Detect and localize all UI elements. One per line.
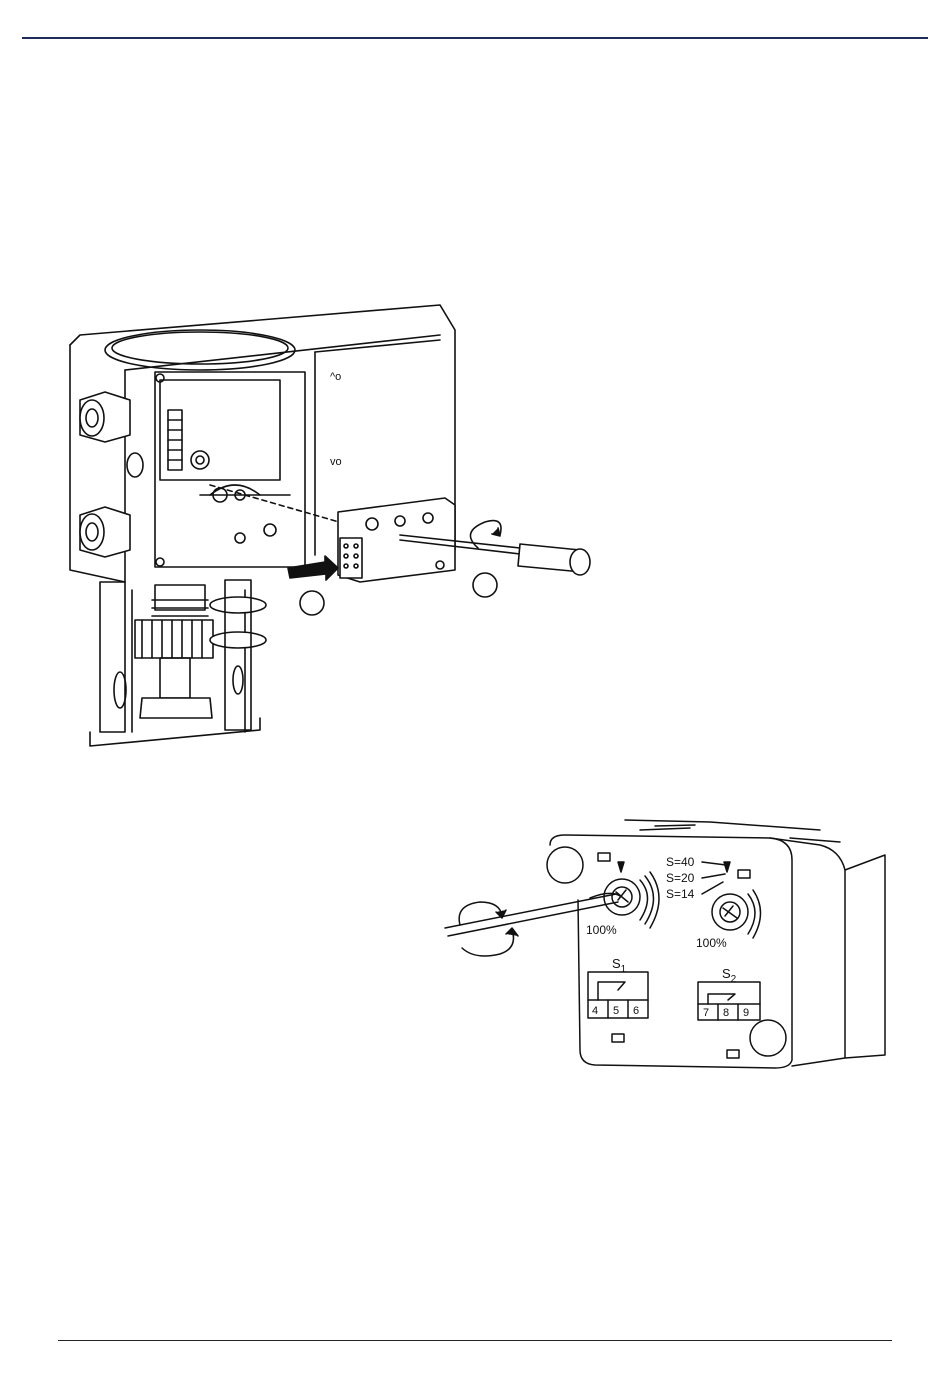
scale-mark-20: S=20 [666,871,695,885]
cable-gland-lower [80,507,130,557]
svg-text:7: 7 [703,1007,709,1019]
svg-text:9: 9 [743,1007,749,1019]
switch-module-drawing: 100% 100% S=40 S=20 S=14 S1 4 5 6 S2 7 8… [440,810,890,1080]
header-rule [22,37,928,39]
panel-mark-up: ^o [330,371,341,383]
dial-s2-label: 100% [696,936,727,950]
spring-guide [210,580,266,730]
panel-mark-down: vo [330,456,342,468]
assembly-illustration: ^o vo [60,300,620,760]
insertion-arrow [288,556,338,580]
footer-rule [58,1340,892,1341]
spindle-gear [135,585,213,658]
mounting-hole-top-left [547,847,583,883]
callout-circle-2 [473,573,497,597]
scale-mark-14: S=14 [666,887,695,901]
dial-s1-label: 100% [586,923,617,937]
switch-module [338,498,455,582]
dial-s2 [712,862,761,938]
svg-text:5: 5 [613,1005,619,1017]
module-front-face [550,835,792,1068]
scale-mark-40: S=40 [666,855,695,869]
mounting-hole-bottom-right [750,1020,786,1056]
svg-text:6: 6 [633,1005,639,1017]
svg-text:8: 8 [723,1007,729,1019]
switch-module-illustration: 100% 100% S=40 S=20 S=14 S1 4 5 6 S2 7 8… [440,810,890,1080]
support-column [100,582,125,732]
svg-text:4: 4 [592,1005,598,1017]
cable-gland-upper [80,392,130,442]
assembly-drawing: ^o vo [60,300,620,760]
callout-circle-1 [300,591,324,615]
